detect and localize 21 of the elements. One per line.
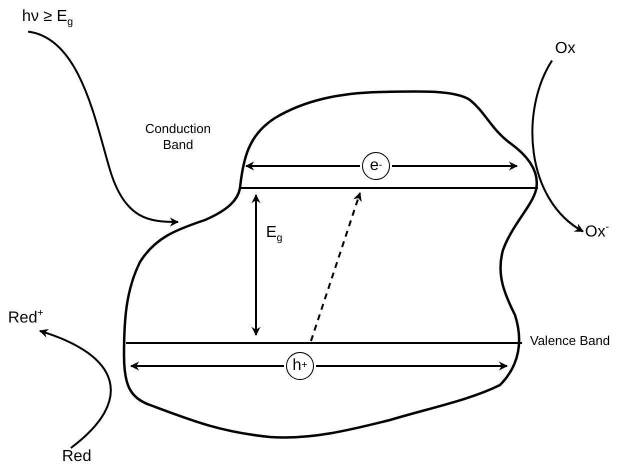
- band-label: Valence Band: [530, 333, 610, 349]
- charge-carrier: e$^{-}$: [362, 152, 390, 180]
- species-label: Red: [62, 448, 92, 466]
- arrow: [392, 162, 518, 170]
- charge-carrier: h$^{+}$: [286, 352, 314, 380]
- band-label: Conduction Band: [144, 121, 212, 152]
- arrow: [28, 30, 179, 226]
- band-line: [126, 342, 522, 344]
- band-line: [240, 187, 538, 189]
- arrow: [245, 162, 360, 170]
- arrow: [252, 194, 260, 336]
- species-label: Red$^{+}$: [8, 308, 44, 327]
- edge-label: E$_{g}$: [266, 223, 282, 246]
- arrow: [39, 329, 112, 449]
- arrow: [531, 60, 584, 232]
- species-label: hν ≥ E$_{g}$: [22, 8, 74, 29]
- arrow: [310, 192, 362, 342]
- species-label: Ox$^{-}$: [585, 222, 609, 241]
- arrow: [316, 362, 508, 370]
- species-label: Ox: [555, 40, 576, 58]
- arrow: [130, 362, 284, 370]
